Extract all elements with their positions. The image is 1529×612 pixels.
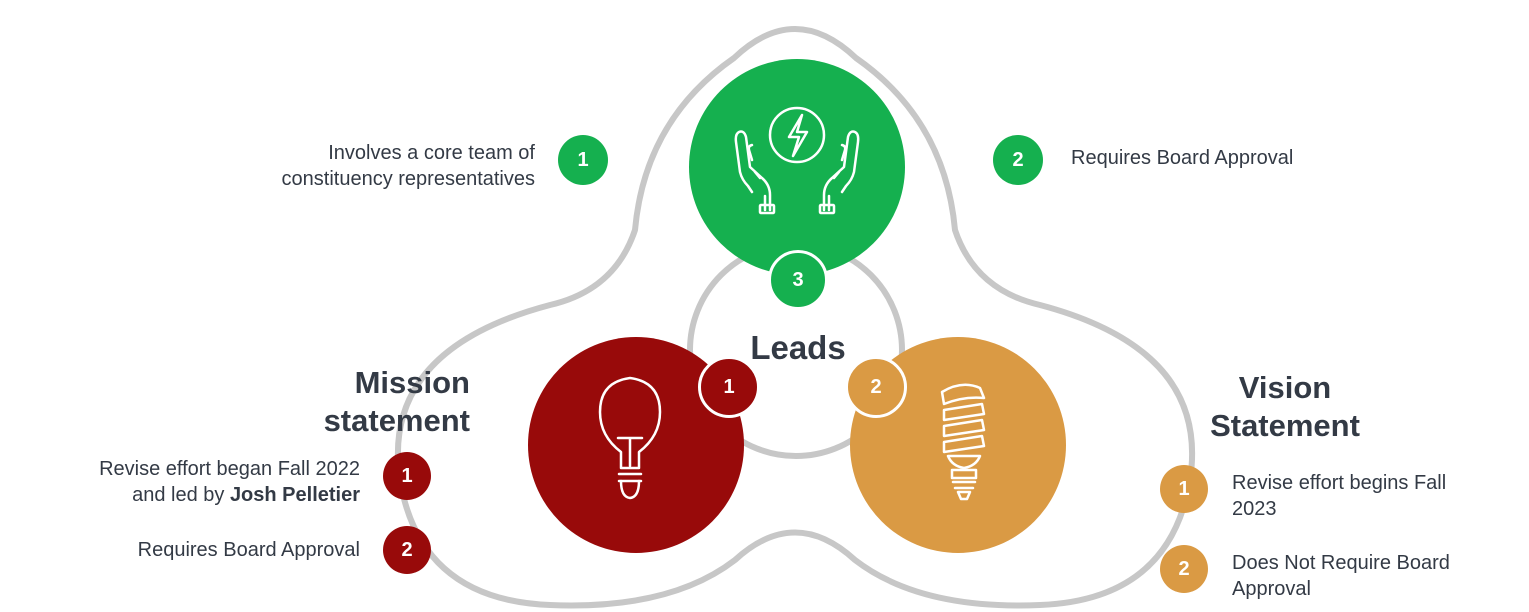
- vision-item-1-line2: 2023: [1232, 498, 1277, 520]
- vision-item-2-line1: Does Not Require Board: [1232, 552, 1450, 574]
- center-badge-right: 2: [845, 356, 907, 418]
- vision-item-2-badge: 2: [1160, 545, 1208, 593]
- lightbulb-icon: [598, 376, 662, 500]
- hands-energy-icon: [734, 106, 860, 215]
- mission-title-line1: Mission: [354, 365, 470, 400]
- vision-item-2-text: Does Not Require Board Approval: [1232, 550, 1522, 602]
- mission-item-1-text: Revise effort began Fall 2022 and led by…: [0, 456, 360, 508]
- mission-item-1-lead-name: Josh Pelletier: [229, 484, 360, 506]
- leads-item-1-line1: Involves a core team of: [328, 142, 535, 164]
- vision-item-1-text: Revise effort begins Fall 2023: [1232, 470, 1522, 522]
- center-label: Leads: [750, 329, 846, 366]
- leads-item-1-line2: constituency representatives: [281, 168, 535, 190]
- mission-item-1-prefix: and led by: [132, 484, 230, 506]
- mission-item-2-badge: 2: [383, 526, 431, 574]
- trefoil-outline: [394, 26, 1196, 609]
- mission-item-1-line1: Revise effort began Fall 2022: [99, 458, 360, 480]
- vision-item-2-line2: Approval: [1232, 578, 1311, 600]
- leads-item-1-badge: 1: [558, 135, 608, 185]
- top-circle: [689, 59, 905, 275]
- mission-title: Mission statement: [275, 364, 470, 440]
- left-circle: [528, 337, 744, 553]
- leads-item-2-text: Requires Board Approval: [1071, 147, 1294, 169]
- mission-item-1-line2: and led by Josh Pelletier: [0, 482, 360, 508]
- leads-item-2-badge: 2: [993, 135, 1043, 185]
- cfl-bulb-icon: [940, 383, 986, 501]
- vision-item-1-badge: 1: [1160, 465, 1208, 513]
- vision-title-line2: Statement: [1210, 408, 1360, 443]
- mission-item-2-text: Requires Board Approval: [137, 539, 360, 561]
- leads-item-1-text: Involves a core team of constituency rep…: [180, 140, 535, 192]
- vision-item-1-line1: Revise effort begins Fall: [1232, 472, 1447, 494]
- vision-title: Vision Statement: [1185, 369, 1385, 445]
- vision-title-line1: Vision: [1238, 370, 1332, 405]
- center-badge-top: 3: [768, 250, 828, 310]
- mission-item-1-badge: 1: [383, 452, 431, 500]
- center-badge-left: 1: [698, 356, 760, 418]
- mission-title-line2: statement: [323, 403, 470, 438]
